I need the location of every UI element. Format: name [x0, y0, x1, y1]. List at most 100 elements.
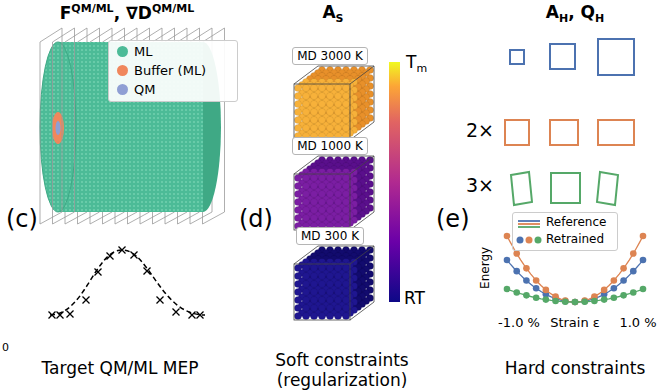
retrained-point	[640, 257, 647, 264]
md-cubes	[294, 66, 374, 320]
cube-edge	[294, 246, 374, 320]
math-script: QM/ML	[152, 2, 194, 15]
atom	[342, 206, 349, 213]
atom	[294, 214, 301, 221]
math-script: QM/ML	[71, 2, 113, 15]
atom	[310, 198, 317, 205]
retrained-point	[572, 299, 579, 306]
atom	[334, 264, 341, 271]
retrained-point	[572, 299, 579, 306]
multiplier: 2×	[466, 120, 494, 142]
legend-entry: Retrained	[546, 232, 604, 246]
legend-swatch	[117, 46, 128, 57]
atom	[302, 124, 309, 131]
retrained-point	[620, 292, 627, 299]
atom	[310, 108, 317, 115]
atom	[310, 272, 317, 279]
atom	[326, 124, 333, 131]
atom	[302, 182, 309, 189]
retrained-point	[630, 289, 637, 296]
strain-energy-plot	[504, 233, 647, 306]
atom	[334, 84, 341, 91]
math-symbol: , Q	[568, 2, 595, 22]
atom	[342, 84, 349, 91]
legend-entry: Reference	[546, 215, 606, 229]
legend-box: MLBuffer (ML)QM	[108, 40, 238, 102]
atom	[326, 304, 333, 311]
retrained-point	[533, 277, 540, 284]
retrained-point	[504, 286, 511, 293]
atom	[318, 288, 325, 295]
atom	[326, 264, 333, 271]
atom	[342, 312, 349, 319]
atom	[342, 214, 349, 221]
retrained-point	[572, 299, 579, 306]
retrained-point	[523, 292, 530, 299]
retrained-point	[533, 294, 540, 301]
mep-point	[107, 253, 114, 260]
reference-curve	[507, 260, 643, 302]
retrained-point	[581, 298, 588, 305]
atom	[294, 108, 301, 115]
atom	[342, 108, 349, 115]
legend-entry: QM	[117, 82, 155, 98]
atom	[318, 206, 325, 213]
atom	[294, 304, 301, 311]
atom	[318, 84, 325, 91]
legend-swatch	[117, 84, 128, 95]
atom	[294, 264, 301, 271]
retrained-point	[611, 277, 618, 284]
math-heading: RT	[404, 288, 425, 308]
legend-text: QM	[134, 82, 155, 97]
atom	[294, 190, 301, 197]
atom	[302, 280, 309, 287]
atom	[294, 296, 301, 303]
atom	[334, 100, 341, 107]
legend-text: ML	[134, 44, 152, 59]
atom	[302, 116, 309, 123]
atom	[334, 304, 341, 311]
retrained-point	[630, 268, 637, 275]
retrained-point	[601, 296, 608, 303]
plane-frame	[40, 28, 62, 224]
atom	[342, 190, 349, 197]
atom	[302, 272, 309, 279]
atom	[318, 108, 325, 115]
atom	[326, 272, 333, 279]
atom	[334, 296, 341, 303]
atom	[342, 124, 349, 131]
atom	[294, 182, 301, 189]
atom	[342, 100, 349, 107]
mep-point	[49, 312, 56, 319]
math-heading: AS	[322, 2, 343, 25]
panel-letter: (d)	[239, 206, 273, 234]
mep-point	[57, 312, 64, 319]
retrained-point	[543, 287, 550, 294]
retrained-point	[611, 285, 618, 292]
axis-label: Energy	[479, 247, 493, 289]
atom	[318, 296, 325, 303]
retrained-point	[591, 298, 598, 305]
atom	[334, 116, 341, 123]
atom	[326, 116, 333, 123]
atom	[342, 280, 349, 287]
plane-frames	[40, 28, 75, 224]
atom	[302, 206, 309, 213]
atom	[318, 92, 325, 99]
mep-point	[157, 297, 164, 304]
temperature-box: MD 300 K	[296, 227, 364, 245]
retrained-point	[640, 286, 647, 293]
retrained-point	[513, 250, 520, 257]
cell-shapes	[505, 39, 634, 205]
atom	[334, 288, 341, 295]
caption: Target QM/ML MEP	[42, 359, 199, 379]
atom	[326, 84, 333, 91]
mep-point	[197, 312, 204, 319]
atom	[334, 124, 341, 131]
atom	[310, 214, 317, 221]
mep-point	[67, 311, 74, 318]
box-label: MD 300 K	[301, 229, 359, 243]
atom	[302, 174, 309, 181]
atom	[334, 108, 341, 115]
cube-edge	[294, 174, 350, 230]
